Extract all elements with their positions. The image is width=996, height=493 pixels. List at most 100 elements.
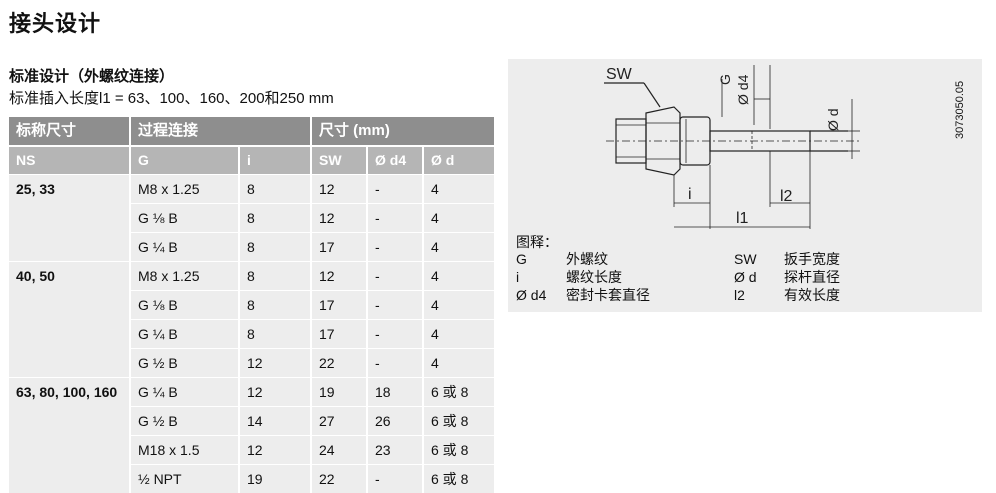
table-cell: 4: [422, 319, 494, 348]
col-d4: Ø d4: [366, 145, 422, 174]
table-cell: -: [366, 348, 422, 377]
table-cell: 26: [366, 406, 422, 435]
header-process-connection: 过程连接: [129, 117, 310, 145]
table-cell: 22: [310, 348, 366, 377]
insertion-length-note: 标准插入长度l1 = 63、100、160、200和250 mm: [9, 90, 334, 107]
col-sw: SW: [310, 145, 366, 174]
section-subtitle: 标准设计（外螺纹连接）: [9, 68, 175, 85]
table-cell: G ⅛ B: [129, 290, 238, 319]
table-cell: G ¼ B: [129, 377, 238, 406]
table-cell: 23: [366, 435, 422, 464]
table-cell: 22: [310, 464, 366, 493]
table-cell: 4: [422, 348, 494, 377]
table-cell: 19: [238, 464, 310, 493]
table-cell: -: [366, 261, 422, 290]
fitting-diagram: SW G Ø d4 Ø d i l2 l1 3073050.05: [508, 59, 982, 312]
nominal-size-cell: 40, 50: [9, 261, 129, 377]
nominal-size-cell: 63, 80, 100, 160: [9, 377, 129, 493]
label-d: Ø d: [825, 108, 841, 131]
table-cell: 8: [238, 290, 310, 319]
table-cell: ½ NPT: [129, 464, 238, 493]
table-cell: G ¼ B: [129, 319, 238, 348]
table-cell: 12: [238, 377, 310, 406]
table-cell: 19: [310, 377, 366, 406]
table-header-row-1: 标称尺寸 过程连接 尺寸 (mm): [9, 117, 494, 145]
page-title: 接头设计: [9, 11, 102, 36]
table-cell: 12: [238, 435, 310, 464]
table-cell: 12: [310, 261, 366, 290]
table-cell: 17: [310, 290, 366, 319]
table-cell: 4: [422, 261, 494, 290]
table-cell: 6 或 8: [422, 377, 494, 406]
table-cell: 4: [422, 203, 494, 232]
table-cell: 6 或 8: [422, 435, 494, 464]
table-cell: G ⅛ B: [129, 203, 238, 232]
drawing-code: 3073050.05: [954, 80, 966, 139]
table-cell: 6 或 8: [422, 406, 494, 435]
legend-sym: Ø d: [734, 269, 757, 285]
table-cell: 8: [238, 319, 310, 348]
table-cell: 8: [238, 203, 310, 232]
legend-sym: G: [516, 251, 527, 267]
table-cell: 18: [366, 377, 422, 406]
label-d4: Ø d4: [735, 74, 751, 105]
dimension-table: 标称尺寸 过程连接 尺寸 (mm) NS G i SW Ø d4 Ø d 25,…: [9, 117, 494, 493]
table-cell: M8 x 1.25: [129, 261, 238, 290]
table-cell: 17: [310, 319, 366, 348]
fitting-drawing: SW G Ø d4 Ø d i l2 l1: [604, 65, 860, 229]
col-d: Ø d: [422, 145, 494, 174]
legend-sym: i: [516, 269, 520, 285]
table-cell: 17: [310, 232, 366, 261]
table-cell: G ½ B: [129, 348, 238, 377]
table-cell: 4: [422, 232, 494, 261]
legend-desc: 探杆直径: [784, 269, 840, 285]
table-cell: 12: [238, 348, 310, 377]
table-cell: 8: [238, 232, 310, 261]
legend-desc: 扳手宽度: [784, 251, 840, 267]
table-cell: M18 x 1.5: [129, 435, 238, 464]
nominal-size-cell: 25, 33: [9, 174, 129, 261]
header-dimensions: 尺寸 (mm): [310, 117, 494, 145]
header-nominal-size: 标称尺寸: [9, 117, 129, 145]
table-header-row-2: NS G i SW Ø d4 Ø d: [9, 145, 494, 174]
table-cell: 8: [238, 174, 310, 203]
col-i: i: [238, 145, 310, 174]
legend-sym: l2: [734, 287, 745, 303]
label-l2: l2: [780, 188, 793, 205]
table-cell: -: [366, 464, 422, 493]
col-g: G: [129, 145, 238, 174]
table-cell: 6 或 8: [422, 464, 494, 493]
table-cell: 27: [310, 406, 366, 435]
table-cell: G ½ B: [129, 406, 238, 435]
table-cell: G ¼ B: [129, 232, 238, 261]
legend-desc: 螺纹长度: [566, 269, 622, 285]
table-cell: 14: [238, 406, 310, 435]
label-g: G: [717, 74, 733, 85]
table-cell: -: [366, 290, 422, 319]
table-cell: -: [366, 174, 422, 203]
table-cell: -: [366, 232, 422, 261]
table-cell: 12: [310, 174, 366, 203]
col-ns: NS: [9, 145, 129, 174]
table-cell: 4: [422, 174, 494, 203]
table-cell: 12: [310, 203, 366, 232]
table-cell: M8 x 1.25: [129, 174, 238, 203]
legend-desc: 密封卡套直径: [566, 287, 650, 303]
table-cell: -: [366, 203, 422, 232]
label-l1: l1: [736, 210, 749, 227]
legend-title: 图释：: [516, 234, 558, 250]
legend-sym: SW: [734, 251, 757, 267]
table-cell: 4: [422, 290, 494, 319]
table-cell: -: [366, 319, 422, 348]
